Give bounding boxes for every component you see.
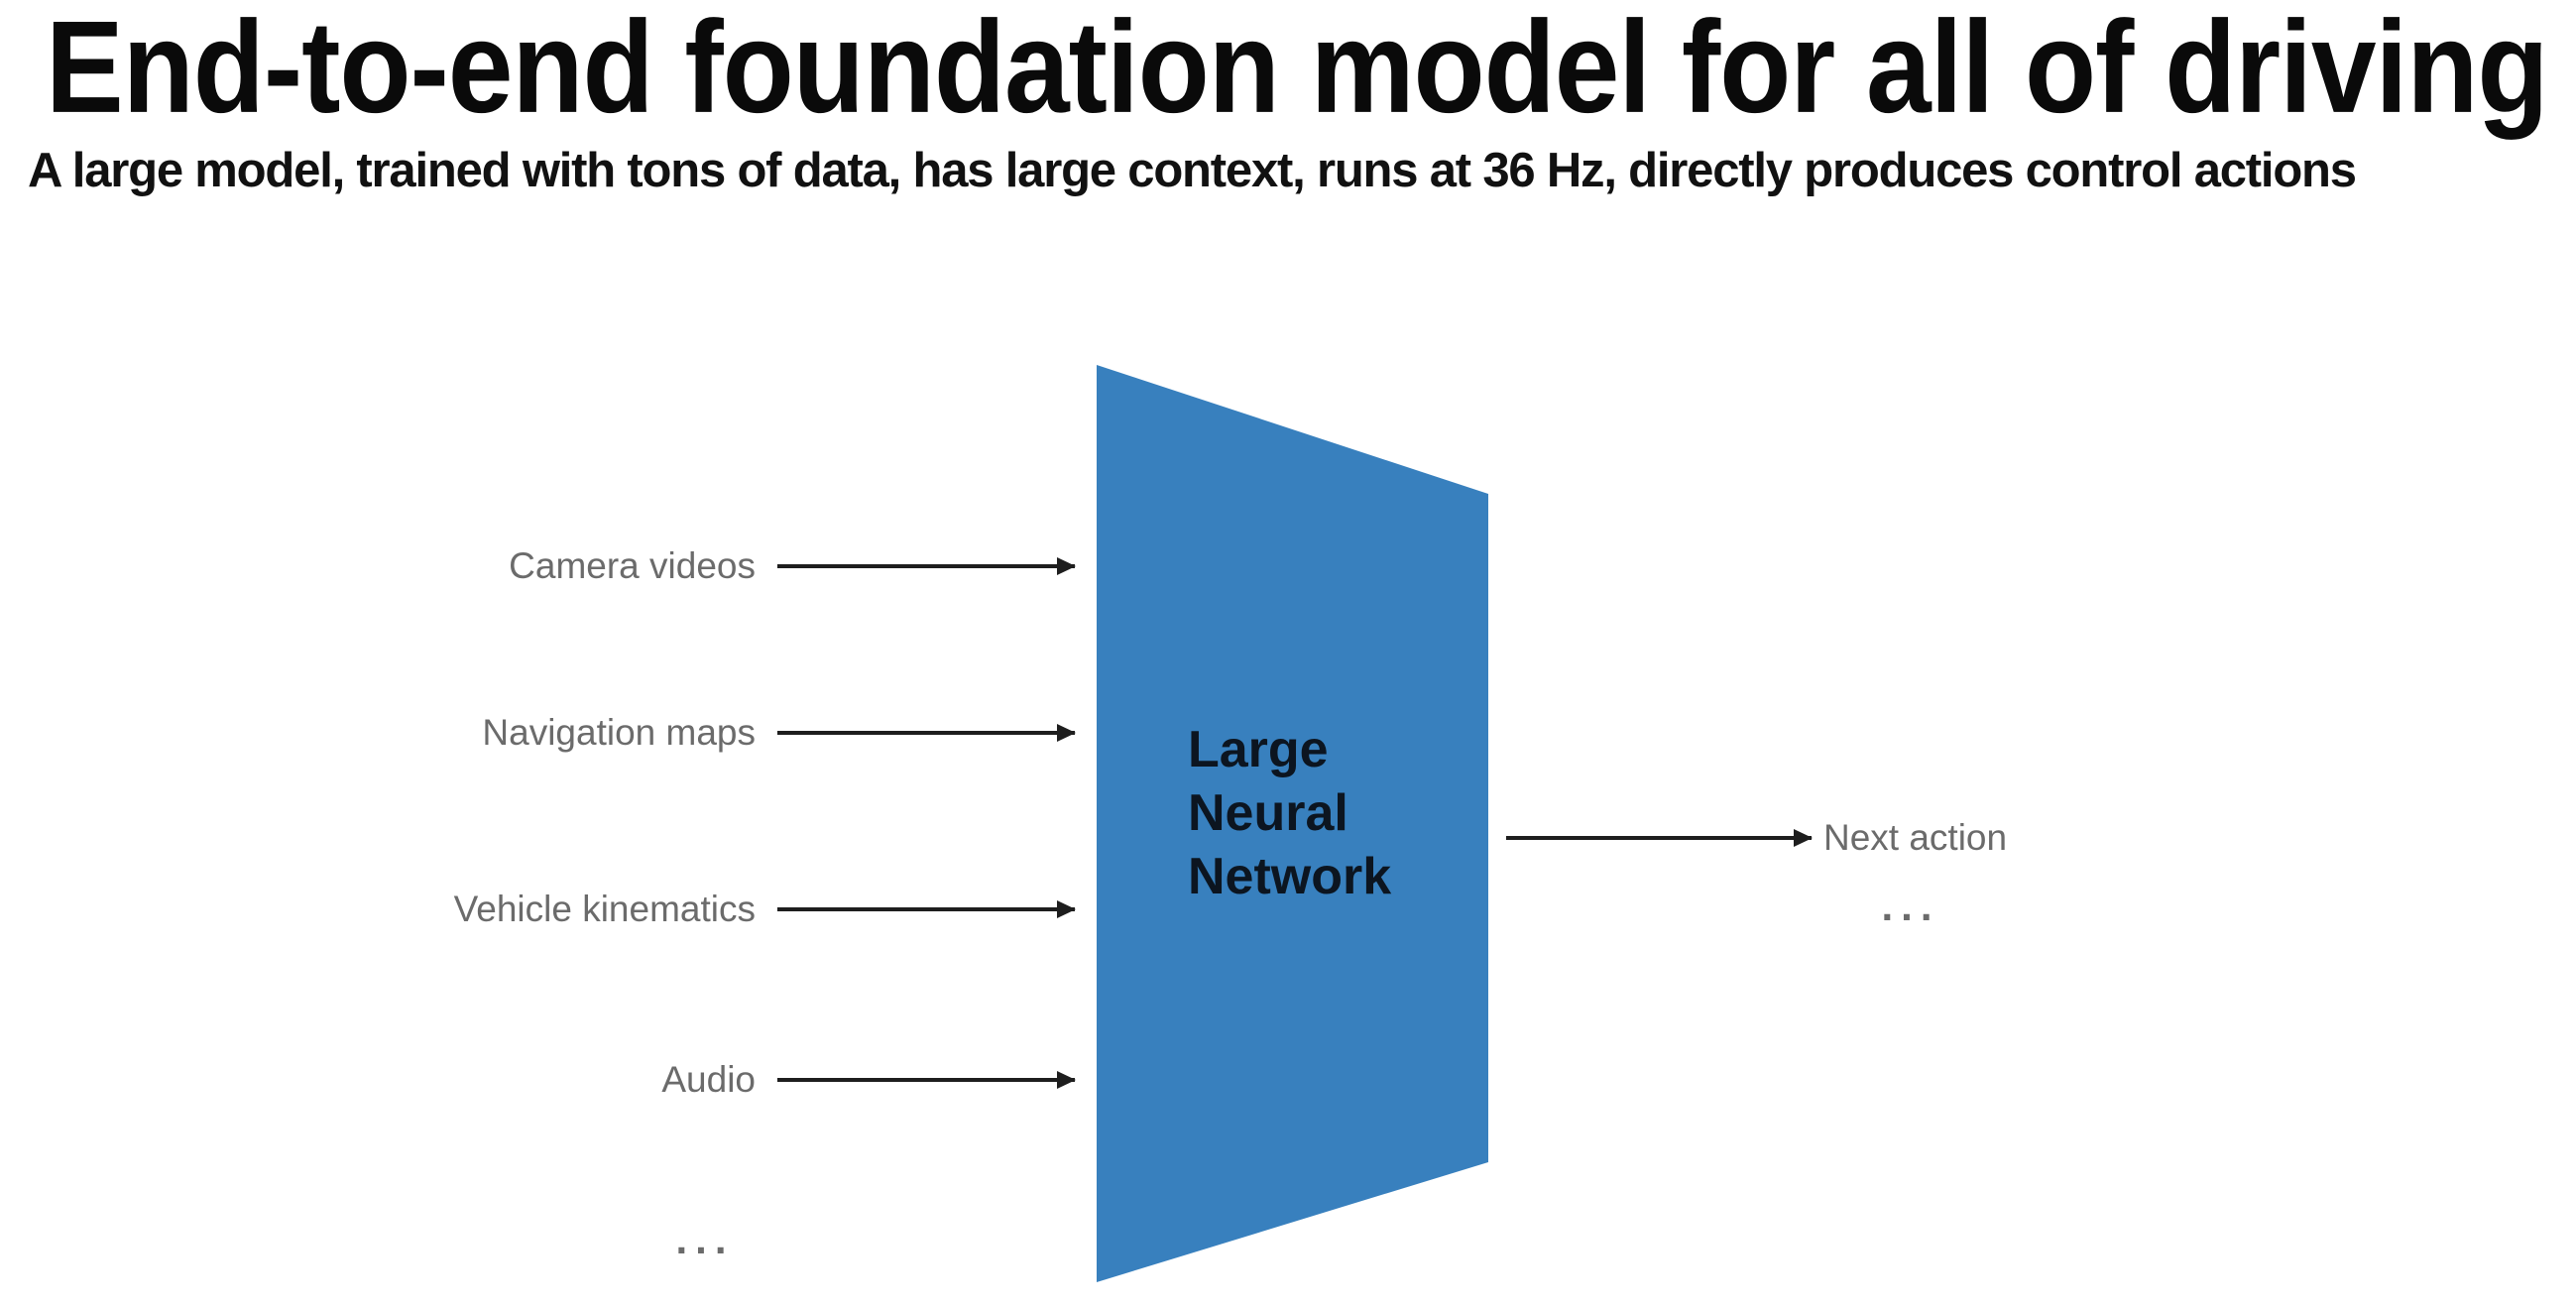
next-action-arrow [1506, 829, 1813, 847]
input-label-navigation-maps: Navigation maps [482, 712, 756, 753]
neural-network-label: Large Neural Network [1188, 718, 1391, 908]
neural-network-trapezoid [1097, 365, 1488, 1282]
input-label-audio: Audio [661, 1059, 756, 1100]
input-label-vehicle-kinematics: Vehicle kinematics [453, 889, 756, 929]
nn-label-line-2: Neural [1188, 784, 1348, 842]
output-ellipsis: ... [1881, 883, 1940, 929]
slide-subtitle: A large model, trained with tons of data… [28, 144, 2357, 197]
output-label-next-action: Next action [1823, 817, 2008, 858]
audio-arrow [777, 1071, 1076, 1089]
input-label-camera-videos: Camera videos [509, 545, 756, 586]
camera-videos-arrow [777, 557, 1076, 575]
slide-title: End-to-end foundation model for all of d… [46, 0, 2548, 141]
navigation-maps-arrow [777, 724, 1076, 742]
inputs-ellipsis: ... [675, 1216, 735, 1262]
vehicle-kinematics-arrow [777, 900, 1076, 918]
nn-label-line-3: Network [1188, 848, 1392, 905]
nn-label-line-1: Large [1188, 721, 1329, 778]
